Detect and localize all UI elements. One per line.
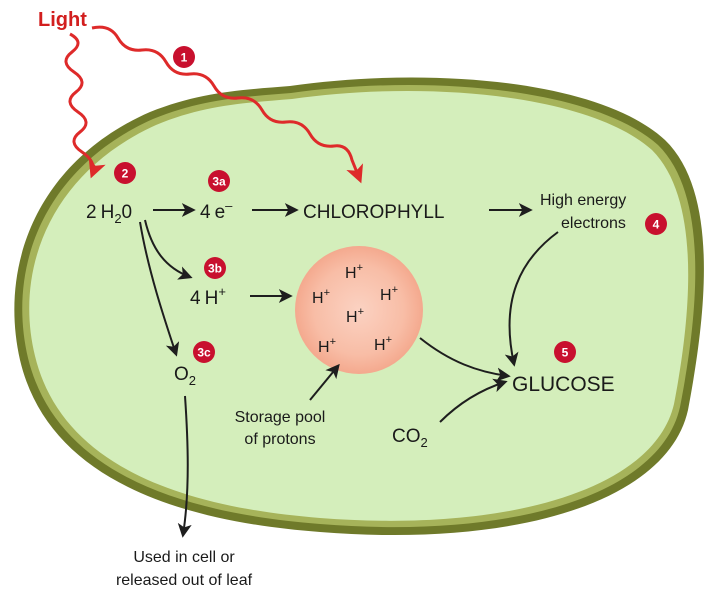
high-energy-line2: electrons: [561, 215, 626, 232]
svg-text:4: 4: [653, 218, 660, 232]
arrow-water-to-oxygen: [139, 221, 180, 357]
svg-text:3b: 3b: [208, 262, 222, 276]
badge-5: 5: [554, 341, 576, 363]
svg-text:5: 5: [562, 346, 569, 360]
proton-storage-pool: H+ H+ H+ H+ H+ H+: [295, 246, 423, 374]
glucose-label: GLUCOSE: [512, 373, 615, 396]
light-rays: Light: [38, 9, 364, 184]
light-ray-to-chlorophyll: [91, 25, 364, 184]
light-label: Light: [38, 9, 87, 31]
storage-pool-line2: of protons: [244, 431, 315, 448]
pool-ion: H+: [380, 284, 398, 304]
svg-text:2: 2: [122, 167, 129, 181]
storage-pool-line1: Storage pool: [235, 409, 326, 426]
svg-text:3a: 3a: [212, 175, 226, 189]
pool-ion: H+: [318, 336, 336, 356]
proton-pool-circle: [295, 246, 423, 374]
used-in-cell-line2: released out of leaf: [116, 572, 253, 589]
high-energy-line1: High energy: [540, 192, 626, 209]
arrow-pool-to-glucose: [419, 337, 511, 382]
used-in-cell-line1: Used in cell or: [133, 549, 235, 566]
badge-1: 1: [173, 46, 195, 68]
arrows: [139, 203, 559, 538]
arrow-oxygen-out-of-leaf: [177, 395, 192, 538]
oxygen-label: O2: [174, 364, 196, 388]
badge-3a: 3a: [208, 170, 230, 192]
light-ray-to-water: [64, 32, 106, 179]
badge-2: 2: [114, 162, 136, 184]
co2-label: CO2: [392, 426, 428, 450]
pool-ion: H+: [345, 262, 363, 282]
svg-text:1: 1: [181, 51, 188, 65]
badge-4: 4: [645, 213, 667, 235]
arrow-water-to-protons: [144, 219, 193, 280]
arrow-high-energy-to-glucose: [504, 231, 559, 367]
pool-ion: H+: [346, 306, 364, 326]
chlorophyll-label: CHLOROPHYLL: [303, 202, 445, 223]
svg-text:3c: 3c: [197, 346, 211, 360]
arrow-label-to-pool: [309, 363, 340, 401]
pool-ion: H+: [312, 287, 330, 307]
badge-3c: 3c: [193, 341, 215, 363]
arrow-co2-to-glucose: [439, 378, 508, 423]
badges: 1 2 3a 3b 3c 4 5: [114, 46, 667, 363]
pool-ion: H+: [374, 334, 392, 354]
badge-3b: 3b: [204, 257, 226, 279]
